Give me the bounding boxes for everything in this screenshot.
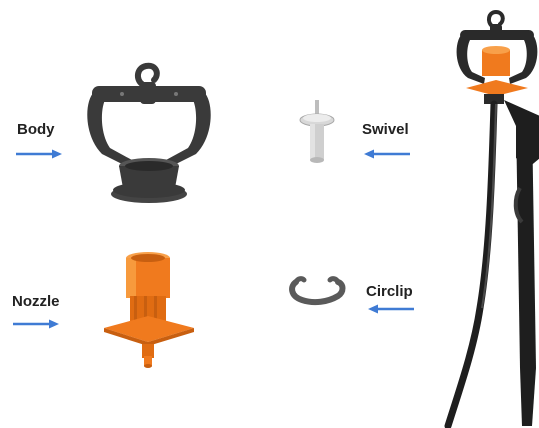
right-arrow-icon bbox=[16, 148, 62, 160]
body-label: Body bbox=[17, 121, 55, 138]
swivel-label: Swivel bbox=[362, 121, 409, 138]
assembled-sprinkler-image bbox=[440, 8, 539, 428]
circlip-part-image bbox=[288, 274, 348, 304]
left-arrow-icon bbox=[364, 148, 410, 160]
body-part-image bbox=[80, 62, 220, 212]
swivel-part-image bbox=[297, 100, 337, 170]
nozzle-part-image bbox=[100, 248, 200, 378]
left-arrow-icon bbox=[368, 303, 414, 315]
nozzle-label: Nozzle bbox=[12, 293, 60, 310]
circlip-label: Circlip bbox=[366, 283, 413, 300]
right-arrow-icon bbox=[13, 318, 59, 330]
